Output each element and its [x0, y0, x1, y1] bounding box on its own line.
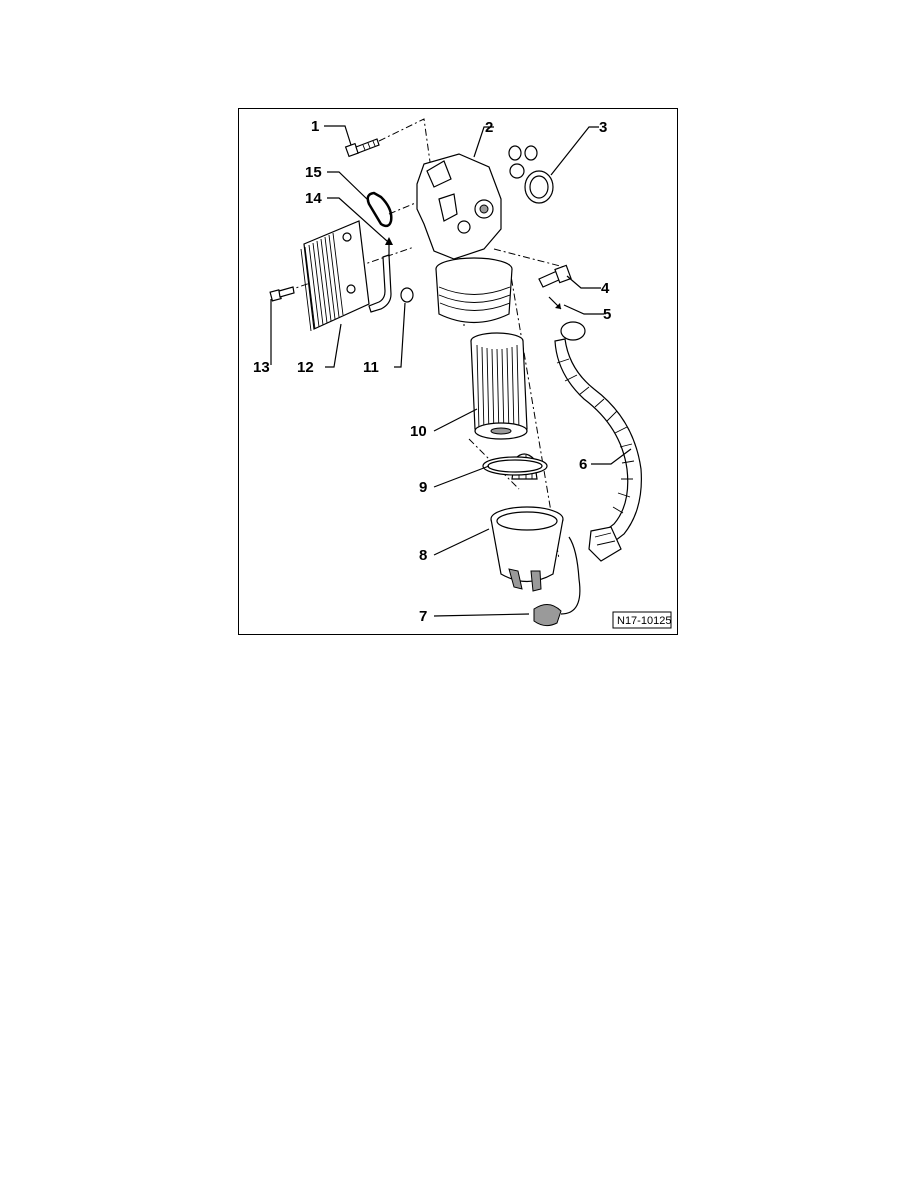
part-1-bolt [344, 138, 380, 158]
callout-2: 2 [485, 119, 493, 136]
part-10-filter-element [470, 332, 528, 440]
part-3-seals [508, 145, 554, 204]
callout-11: 11 [363, 359, 379, 376]
diagram-canvas: 1 2 3 4 5 6 7 8 9 10 11 12 13 14 15 N17-… [253, 118, 672, 629]
part-9-o-ring [482, 456, 548, 476]
callout-12: 12 [297, 359, 314, 376]
callout-labels: 1 2 3 4 5 6 7 8 9 10 11 12 13 14 15 [253, 118, 611, 625]
callout-6: 6 [579, 456, 587, 473]
part-12-oil-cooler [300, 220, 392, 332]
callout-10: 10 [410, 423, 427, 440]
callout-1: 1 [311, 118, 319, 135]
callout-9: 9 [419, 479, 427, 496]
part-4-bolt [538, 264, 572, 288]
callout-14: 14 [305, 190, 322, 207]
callout-4: 4 [601, 280, 610, 297]
part-15-seal [366, 191, 393, 228]
reference-code: N17-10125 [617, 615, 671, 627]
callout-7: 7 [419, 608, 427, 625]
part-11-seal [400, 287, 414, 303]
part-2-filter-housing [416, 153, 513, 323]
part-5-arrow [548, 296, 562, 310]
reference-code-box: N17-10125 [612, 611, 672, 629]
part-6-hose [554, 321, 642, 562]
callout-5: 5 [603, 306, 611, 323]
callout-15: 15 [305, 164, 322, 181]
callout-leaders [270, 125, 632, 617]
part-7-drain-plug [533, 536, 581, 627]
part-13-bolt [269, 286, 295, 302]
callout-3: 3 [599, 119, 607, 136]
exploded-parts-diagram: 1 2 3 4 5 6 7 8 9 10 11 12 13 14 15 N17-… [238, 108, 678, 635]
callout-8: 8 [419, 547, 427, 564]
part-14-arrow [385, 237, 393, 257]
callout-13: 13 [253, 359, 270, 376]
